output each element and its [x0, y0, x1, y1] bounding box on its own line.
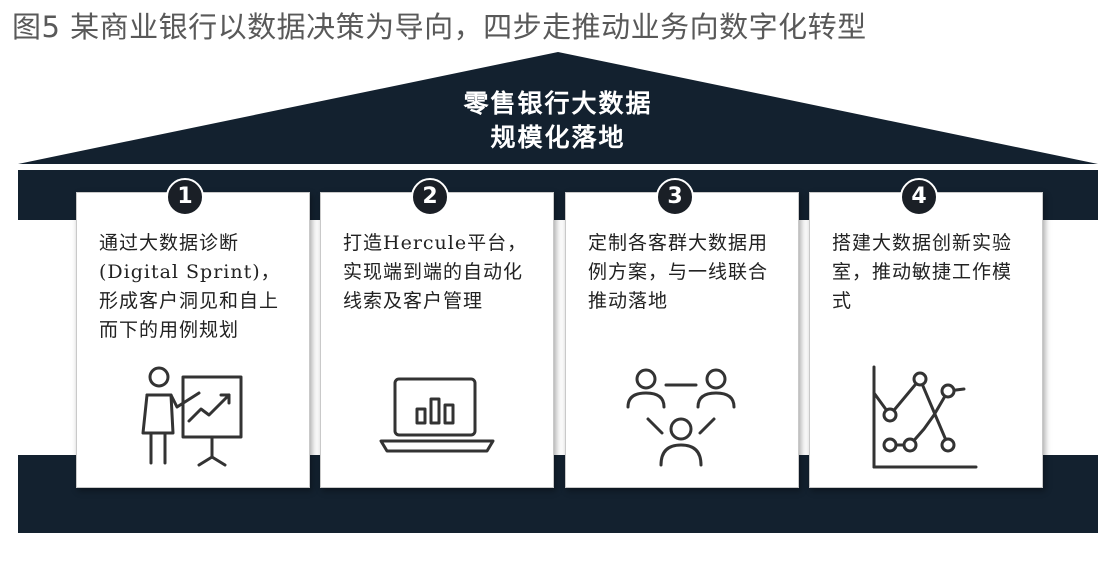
team-network-icon — [620, 363, 744, 473]
step-card-3: 定制各客群大数据用例方案，与一线联合推动落地 — [565, 192, 799, 488]
step-number-1: 1 — [166, 178, 204, 216]
roof — [18, 52, 1098, 164]
step-card-1: 通过大数据诊断(Digital Sprint)，形成客户洞见和自上而下的用例规划 — [76, 192, 310, 488]
step-card-2: 打造Hercule平台，实现端到端的自动化线索及客户管理 — [320, 192, 554, 488]
step-card-4: 搭建大数据创新实验室，推动敏捷工作模式 — [809, 192, 1043, 488]
laptop-chart-icon — [377, 371, 497, 461]
line-graph-icon — [864, 363, 984, 473]
roof-title-line1: 零售银行大数据 — [463, 89, 653, 118]
step-text-3: 定制各客群大数据用例方案，与一线联合推动落地 — [588, 232, 769, 312]
presentation-icon — [137, 363, 257, 473]
step-text-2: 打造Hercule平台，实现端到端的自动化线索及客户管理 — [343, 232, 528, 312]
step-number-4: 4 — [900, 178, 938, 216]
figure-title: 图5 某商业银行以数据决策为导向，四步走推动业务向数字化转型 — [12, 10, 867, 44]
step-text-4: 搭建大数据创新实验室，推动敏捷工作模式 — [832, 232, 1013, 312]
step-text-1: 通过大数据诊断(Digital Sprint)，形成客户洞见和自上而下的用例规划 — [99, 232, 281, 341]
step-number-3: 3 — [656, 178, 694, 216]
step-number-2: 2 — [411, 178, 449, 216]
roof-title-line2: 规模化落地 — [490, 123, 626, 152]
